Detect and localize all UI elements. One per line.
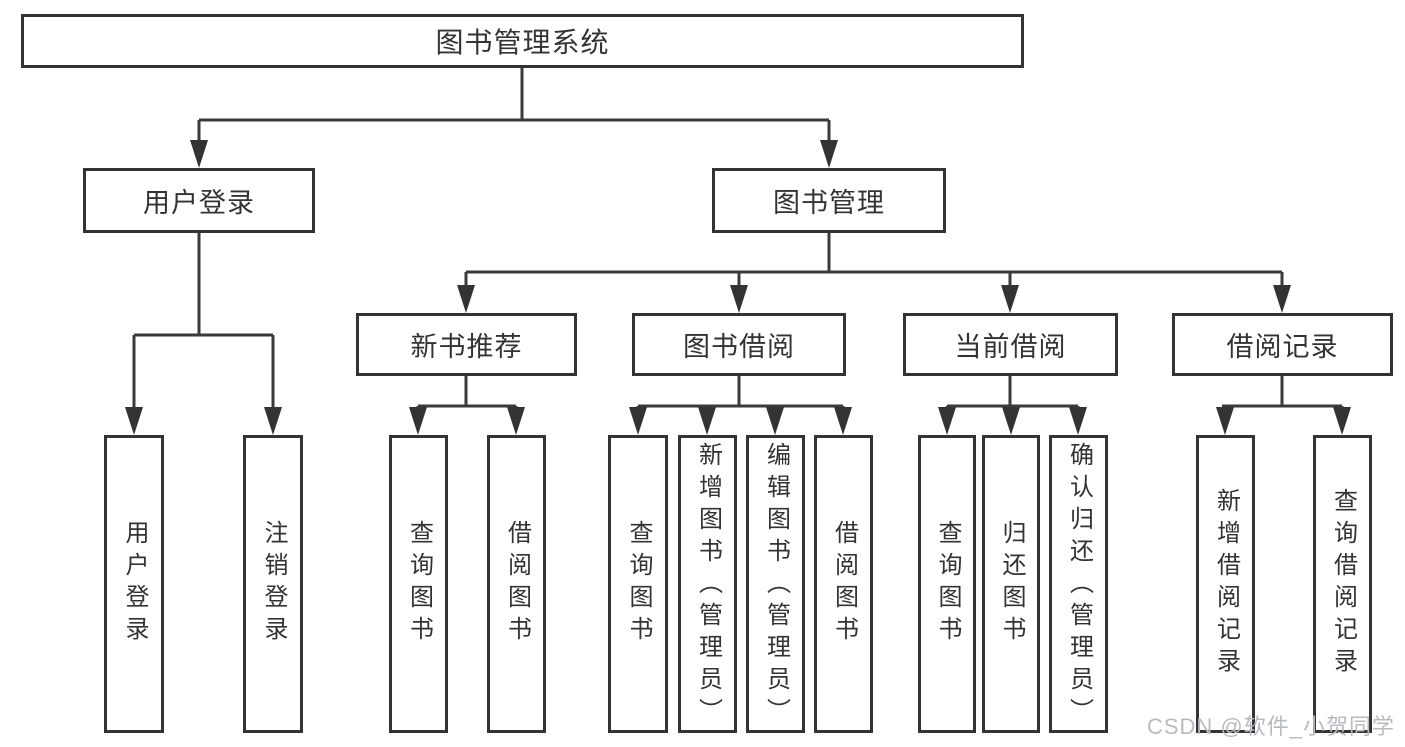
leaf-add-books-admin: 新增图书（管理员）: [678, 435, 737, 733]
leaf-logout: 注销登录: [243, 435, 303, 733]
leaf-query-books-recommend: 查询图书: [389, 435, 448, 733]
node-new-book-recommendation: 新书推荐: [356, 313, 577, 376]
leaf-confirm-return-admin: 确认归还（管理员）: [1049, 435, 1108, 733]
leaf-query-books-current: 查询图书: [918, 435, 976, 733]
node-book-management-branch: 图书管理: [712, 168, 946, 233]
leaf-query-borrow-record: 查询借阅记录: [1313, 435, 1372, 733]
node-user-login-branch: 用户登录: [83, 168, 315, 233]
node-book-borrowing: 图书借阅: [632, 313, 846, 376]
leaf-edit-books-admin: 编辑图书（管理员）: [746, 435, 805, 733]
leaf-add-borrow-record: 新增借阅记录: [1196, 435, 1255, 733]
node-borrowing-records: 借阅记录: [1172, 313, 1393, 376]
leaf-return-books: 归还图书: [982, 435, 1040, 733]
watermark-text: CSDN @软件_小贺同学: [1146, 714, 1395, 739]
leaf-borrow-books-recommend: 借阅图书: [487, 435, 546, 733]
leaf-query-books-borrowing: 查询图书: [608, 435, 668, 733]
node-current-borrowing: 当前借阅: [903, 313, 1118, 376]
arrowheads: [125, 140, 1351, 435]
node-library-management-system: 图书管理系统: [21, 14, 1024, 68]
leaf-borrow-books: 借阅图书: [814, 435, 873, 733]
leaf-user-login: 用户登录: [104, 435, 164, 733]
